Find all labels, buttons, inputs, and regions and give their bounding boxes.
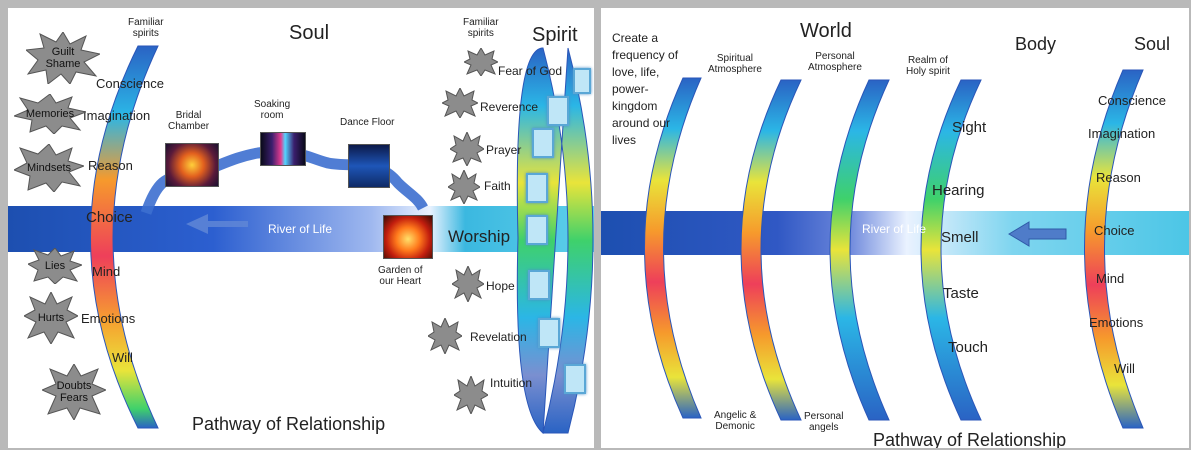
memories-label: Memories bbox=[25, 108, 75, 120]
worship-label: Worship bbox=[448, 227, 511, 246]
sight-label: Sight bbox=[952, 119, 987, 136]
heart-fire-icon bbox=[383, 215, 433, 259]
doubts-fears-label: Doubts Fears bbox=[56, 380, 92, 404]
imagination-label: Imagination bbox=[83, 108, 151, 123]
choice-label: Choice bbox=[1094, 223, 1135, 238]
hearing-label: Hearing bbox=[932, 182, 985, 199]
reason-label: Reason bbox=[1096, 170, 1141, 185]
arrow-left-icon bbox=[186, 214, 248, 234]
starburst-icon bbox=[440, 86, 480, 120]
will-label: Will bbox=[1114, 361, 1135, 376]
picture-frame-icon bbox=[526, 173, 548, 203]
soul-title: Soul bbox=[289, 22, 330, 44]
starburst-icon bbox=[447, 168, 481, 206]
dance-floor-image bbox=[348, 144, 390, 188]
bridal-chamber-label: Bridal Chamber bbox=[168, 110, 210, 132]
starburst-icon bbox=[449, 130, 485, 168]
prayer-label: Prayer bbox=[486, 143, 522, 157]
soaking-room-image bbox=[260, 132, 306, 166]
revelation-label: Revelation bbox=[470, 330, 527, 344]
garden-of-heart-label: Garden of our Heart bbox=[378, 265, 423, 287]
personal-atmosphere-label: Personal Atmosphere bbox=[808, 51, 862, 73]
pathway-of-relationship-title: Pathway of Relationship bbox=[873, 430, 1067, 448]
starburst-icon bbox=[451, 264, 485, 304]
spirit-title: Spirit bbox=[532, 24, 578, 46]
picture-frame-icon bbox=[538, 318, 560, 348]
choice-label: Choice bbox=[86, 209, 133, 226]
starburst-icon: Doubts Fears bbox=[40, 363, 108, 422]
reason-label: Reason bbox=[88, 158, 133, 173]
angelic-demonic-label: Angelic & Demonic bbox=[714, 410, 757, 432]
mind-label: Mind bbox=[92, 264, 121, 279]
mind-label: Mind bbox=[1096, 271, 1125, 286]
picture-frame-icon bbox=[573, 68, 591, 94]
personal-atmosphere-arc bbox=[829, 79, 890, 421]
fear-of-god-label: Fear of God bbox=[498, 64, 563, 78]
soul-arc bbox=[90, 45, 159, 429]
conscience-label: Conscience bbox=[96, 76, 164, 91]
emotions-label: Emotions bbox=[1089, 315, 1144, 330]
starburst-icon: Mindsets bbox=[12, 143, 86, 193]
soaking-room-label: Soaking room bbox=[254, 99, 291, 121]
picture-frame-icon bbox=[526, 215, 548, 245]
picture-frame-icon bbox=[547, 96, 569, 126]
bridal-chamber-image bbox=[165, 143, 219, 187]
reverence-label: Reverence bbox=[480, 100, 539, 114]
picture-frame-icon bbox=[528, 270, 550, 300]
starburst-icon: Guilt Shame bbox=[24, 31, 102, 85]
dance-floor-label: Dance Floor bbox=[340, 117, 395, 128]
familiar-spirits-label: Familiar spirits bbox=[463, 17, 499, 39]
starburst-icon: Memories bbox=[12, 93, 88, 135]
starburst-icon bbox=[453, 374, 489, 416]
right-diagram-panel: Create a frequency of love, life, power-… bbox=[601, 8, 1189, 448]
spiritual-atmosphere-arc bbox=[740, 79, 802, 421]
starburst-icon: Hurts bbox=[22, 290, 80, 345]
guilt-shame-label: Guilt Shame bbox=[45, 46, 81, 70]
body-title: Body bbox=[1015, 34, 1057, 54]
lies-label: Lies bbox=[44, 260, 66, 272]
right-diagram-graphics bbox=[601, 69, 1189, 429]
taste-label: Taste bbox=[943, 285, 979, 302]
pathway-of-relationship-title: Pathway of Relationship bbox=[192, 414, 386, 434]
emotions-label: Emotions bbox=[81, 311, 136, 326]
familiar-spirits-label: Familiar spirits bbox=[128, 17, 164, 39]
hurts-label: Hurts bbox=[37, 312, 65, 324]
river-of-life-label: River of Life bbox=[862, 222, 927, 236]
picture-frame-icon bbox=[532, 128, 554, 158]
picture-frame-icon bbox=[564, 364, 586, 394]
world-title: World bbox=[800, 20, 852, 42]
mindsets-label: Mindsets bbox=[26, 162, 72, 174]
faith-label: Faith bbox=[484, 179, 511, 193]
smell-label: Smell bbox=[941, 229, 979, 246]
soul-arc bbox=[1084, 69, 1144, 429]
touch-label: Touch bbox=[948, 339, 989, 356]
starburst-icon bbox=[462, 46, 500, 77]
imagination-label: Imagination bbox=[1088, 126, 1156, 141]
arrow-left-icon bbox=[1008, 221, 1067, 247]
soul-title: Soul bbox=[1134, 34, 1171, 54]
will-label: Will bbox=[112, 350, 133, 365]
conscience-label: Conscience bbox=[1098, 93, 1166, 108]
realm-arc bbox=[920, 79, 982, 421]
hope-label: Hope bbox=[486, 279, 515, 293]
intro-text: Create a frequency of love, life, power-… bbox=[612, 31, 679, 147]
personal-angels-label: Personal angels bbox=[804, 411, 844, 433]
starburst-icon: Lies bbox=[26, 247, 84, 285]
world-arc bbox=[644, 77, 702, 419]
realm-of-holy-spirit-label: Realm of Holy spirit bbox=[906, 55, 950, 77]
spiritual-atmosphere-label: Spiritual Atmosphere bbox=[708, 53, 762, 75]
intuition-label: Intuition bbox=[490, 376, 533, 390]
river-of-life-label: River of Life bbox=[268, 222, 333, 236]
starburst-icon bbox=[427, 316, 463, 356]
left-diagram-panel: Soul Spirit Familiar spirits Familiar sp… bbox=[8, 8, 594, 448]
